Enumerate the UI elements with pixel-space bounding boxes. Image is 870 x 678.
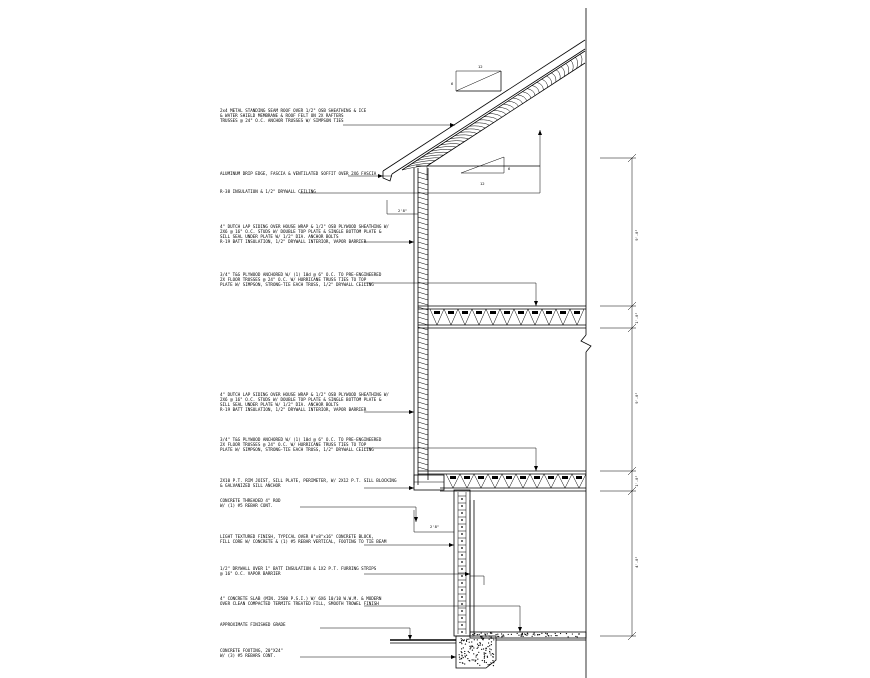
note-line: 3/4" T&G PLYWOOD ANCHORED W/ (1) 10d @ 6… — [220, 437, 382, 442]
note-line: 4" DUTCH LAP SIDING OVER HOUSE WRAP & 1/… — [220, 392, 389, 397]
note-slab: 4" CONCRETE SLAB (MIN. 2500 P.S.I.) W/ 6… — [220, 596, 382, 606]
section-cut-line — [580, 8, 592, 678]
leader-beam — [300, 506, 417, 522]
slab-aggregate — [472, 632, 580, 638]
slope-rise-label-2: 6 — [508, 166, 511, 171]
note-line: 4" CONCRETE SLAB (MIN. 2500 P.S.I.) W/ 6… — [220, 596, 382, 601]
note-line: OVER CLEAN COMPACTED TERMITE TREATED FIL… — [220, 601, 379, 606]
roof-slope-indicator-upper: 12 6 — [451, 64, 502, 92]
note-line: SILL SEAL UNDER PLATE W/ 1/2" DIA. ANCHO… — [220, 234, 339, 239]
dim-lower-story: 9'-0" — [634, 392, 639, 403]
foundation-wall: 2'8" — [413, 489, 485, 637]
note-line: TRUSSES @ 24" O.C. ANCHOR TRUSSES W/ SIM… — [220, 118, 344, 123]
leader-arrow — [534, 466, 538, 471]
note-furring: 1/2" DRYWALL OVER 1" BATT INSULATION & 1… — [220, 566, 377, 576]
note-line: CONCRETE THREADED 4" ROD — [220, 498, 281, 503]
note-wall-lower: 4" DUTCH LAP SIDING OVER HOUSE WRAP & 1/… — [220, 392, 389, 412]
note-line: & WATER SHIELD MEMBRANE & ROOF FELT ON 2… — [220, 113, 344, 118]
note-line: FILL CORE W/ CONCRETE & (1) #5 REBAR VER… — [220, 539, 387, 544]
dim-upper-story: 9'-0" — [634, 229, 639, 240]
note-line: 2X FLOOR TRUSSES @ 24" O.C. W/ HURRICANE… — [220, 442, 367, 447]
lower-floor-system — [413, 470, 587, 492]
note-line: 1/2" DRYWALL OVER 1" BATT INSULATION & 1… — [220, 566, 377, 571]
roof-insulation-hatch — [401, 53, 583, 171]
note-line: 4" DUTCH LAP SIDING OVER HOUSE WRAP & 1/… — [220, 224, 389, 229]
note-line: & GALVANIZED SILL ANCHOR — [220, 483, 281, 488]
leader-arrow — [534, 301, 538, 306]
leader-grade — [320, 627, 411, 640]
slope-rise-label: 6 — [451, 81, 454, 86]
note-line: @ 16" O.C. VAPOR BARRIER — [220, 571, 281, 576]
leader-floor-upper — [364, 282, 537, 306]
note-line: LIGHT TEXTURED FINISH, TYPICAL OVER 8"x8… — [220, 534, 374, 539]
leader-arrow — [465, 572, 470, 576]
leader-lines — [300, 123, 542, 659]
note-footing: CONCRETE FOOTING, 20"X24"W/ (3) #5 REBAR… — [220, 648, 283, 658]
upper-floor-system — [418, 305, 586, 329]
wall-sheathing-hatch — [417, 171, 429, 471]
note-line: 3/4" T&G PLYWOOD ANCHORED W/ (1) 10d @ 6… — [220, 272, 382, 277]
note-floor-upper: 3/4" T&G PLYWOOD ANCHORED W/ (1) 10d @ 6… — [220, 272, 382, 287]
note-grade: APPROXIMATE FINISHED GRADE — [220, 622, 286, 627]
note-line: W/ (1) #5 REBAR CONT. — [220, 503, 273, 508]
leader-ceiling — [300, 130, 541, 194]
leader-arrow — [414, 517, 418, 522]
note-line: W/ (3) #5 REBARS CONT. — [220, 653, 275, 658]
note-roof: 2x4 METAL STANDING SEAM ROOF OVER 1/2" O… — [220, 108, 367, 123]
leader-arrow — [408, 635, 412, 640]
dim-lower-floor: 1'-0" — [634, 475, 639, 486]
note-line: PLATE W/ SIMPSON, STRONG-TIE EACH TRUSS,… — [220, 282, 374, 287]
note-line: R-19 BATT INSULATION, 1/2" DRYWALL INTER… — [220, 407, 367, 412]
note-sill: 2X10 P.T. RIM JOIST, SILL PLATE, PERIMET… — [220, 478, 397, 488]
footing-aggregate — [458, 637, 495, 667]
leader-arrow — [409, 486, 414, 490]
leader-arrow — [409, 410, 414, 414]
note-line: 2X6 @ 16" O.C. STUDS W/ DOUBLE TOP PLATE… — [220, 229, 382, 234]
note-line: ALUMINUM DRIP EDGE, FASCIA & VENTILATED … — [220, 171, 377, 176]
leader-arrow — [409, 240, 414, 244]
note-line: 2x4 METAL STANDING SEAM ROOF OVER 1/2" O… — [220, 108, 367, 113]
roof-slope-indicator-lower: 12 6 — [460, 156, 511, 186]
leader-arrow — [538, 130, 542, 135]
slab-and-footing — [390, 631, 587, 669]
dimension-chain: 9'-0" 1'-0" 9'-0" 1'-0" 4'-0" — [600, 153, 639, 641]
note-line: 2X FLOOR TRUSSES @ 24" O.C. W/ HURRICANE… — [220, 277, 367, 282]
leader-arrow — [518, 627, 522, 632]
note-floor-lower: 3/4" T&G PLYWOOD ANCHORED W/ (1) 10d @ 6… — [220, 437, 382, 452]
leader-slab — [364, 605, 521, 632]
note-line: APPROXIMATE FINISHED GRADE — [220, 622, 286, 627]
annotation-notes: 2x4 METAL STANDING SEAM ROOF OVER 1/2" O… — [220, 108, 397, 658]
concrete-block-hatch — [458, 495, 466, 633]
leader-arrow — [449, 543, 454, 547]
note-line: R-19 BATT INSULATION, 1/2" DRYWALL INTER… — [220, 239, 367, 244]
leader-arrow — [450, 123, 455, 127]
note-line: 2X10 P.T. RIM JOIST, SILL PLATE, PERIMET… — [220, 478, 397, 483]
note-line: 2X6 @ 16" O.C. STUDS W/ DOUBLE TOP PLATE… — [220, 397, 382, 402]
upper-floor-truss-web — [429, 308, 585, 326]
slope-run-label-2: 12 — [480, 181, 485, 186]
note-block: LIGHT TEXTURED FINISH, TYPICAL OVER 8"x8… — [220, 534, 387, 544]
overhang-dim-label: 2'8" — [398, 208, 407, 213]
note-line: PLATE W/ SIMPSON, STRONG-TIE EACH TRUSS,… — [220, 447, 374, 452]
note-line: CONCRETE FOOTING, 20"X24" — [220, 648, 283, 653]
wall-offset-dim-label: 2'8" — [430, 524, 439, 529]
leader-arrow — [451, 655, 456, 659]
leader-floor-lower — [364, 447, 537, 471]
note-soffit: ALUMINUM DRIP EDGE, FASCIA & VENTILATED … — [220, 171, 377, 176]
leader-arrow — [378, 174, 383, 178]
lower-floor-truss-web — [445, 473, 587, 489]
overhang-dimension: 2'8" — [386, 200, 418, 215]
slope-run-label: 12 — [478, 64, 483, 69]
note-wall-upper: 4" DUTCH LAP SIDING OVER HOUSE WRAP & 1/… — [220, 224, 389, 244]
dim-upper-floor: 1'-0" — [634, 312, 639, 323]
note-line: R-38 INSULATION & 1/2" DRYWALL CEILING — [220, 189, 316, 194]
note-line: SILL SEAL UNDER PLATE W/ 1/2" DIA. ANCHO… — [220, 402, 339, 407]
dim-foundation: 4'-0" — [634, 556, 639, 567]
exterior-wall — [413, 168, 429, 485]
note-ceiling: R-38 INSULATION & 1/2" DRYWALL CEILING — [220, 189, 316, 194]
roof-assembly — [378, 39, 586, 182]
